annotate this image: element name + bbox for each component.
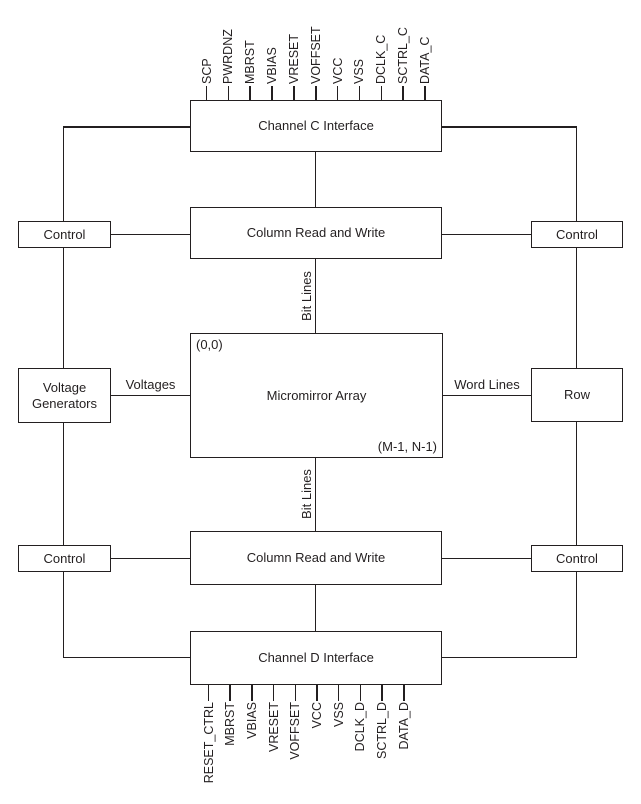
wire-channelc-right (441, 126, 577, 128)
pin-label-vcc: VCC (310, 702, 324, 729)
pin-label-mbrst: MBRST (243, 40, 258, 84)
pin-tick-scp (205, 86, 208, 101)
pin-tick-sctrl-d (381, 684, 383, 701)
bit-lines-label-top: Bit Lines (299, 271, 314, 321)
pin-label-dclk-c: DCLK_C (374, 34, 389, 84)
pin-tick-voffset (294, 684, 297, 701)
pin-tick-mbrst (229, 684, 231, 701)
pin-label-vcc: VCC (330, 57, 345, 84)
pin-label-mbrst: MBRST (223, 702, 238, 746)
pin-tick-vbias (251, 684, 253, 701)
array-origin-label: (0,0) (196, 337, 223, 352)
block-label: Control (43, 550, 86, 566)
pin-label-voffset: VOFFSET (308, 26, 323, 84)
pin-tick-vcc (336, 86, 339, 101)
pin-tick-vcc (316, 684, 318, 701)
voltages-label: Voltages (125, 377, 176, 392)
pin-tick-vss (358, 86, 361, 101)
pin-tick-dclk-d (359, 684, 362, 701)
pin-label-vss: VSS (331, 702, 346, 728)
block-channel-d-interface: Channel D Interface (190, 631, 442, 685)
pin-label-vbias: VBIAS (244, 702, 259, 739)
array-max-label: (M-1, N-1) (377, 439, 437, 454)
wire-control-bottomright (441, 557, 532, 559)
wire-voltages (110, 394, 191, 396)
pin-tick-reset-ctrl (207, 684, 210, 701)
block-label: Voltage Generators (31, 379, 98, 411)
block-label: Control (556, 550, 598, 566)
wire-channelc-left (62, 126, 191, 128)
wire-array-to-colrw (314, 457, 316, 532)
pin-label-sctrl-d: SCTRL_D (375, 702, 390, 759)
block-row: Row (531, 368, 623, 422)
block-voltage-generators: Voltage Generators (18, 368, 111, 423)
block-label: Row (563, 387, 590, 402)
pin-tick-data-d (403, 684, 405, 701)
wire-control-bottomleft (110, 557, 191, 559)
pin-tick-vreset (272, 684, 275, 701)
pin-tick-vreset (293, 86, 295, 101)
pin-label-vss: VSS (352, 58, 367, 84)
wire-control-topright (441, 233, 532, 235)
pin-label-voffset: VOFFSET (288, 702, 303, 760)
pin-tick-sctrl-c (402, 86, 404, 101)
block-control-top-right: Control (531, 221, 623, 248)
pin-tick-pwrdnz (227, 86, 230, 101)
pin-tick-vss (337, 684, 340, 701)
pin-tick-voffset (315, 86, 317, 101)
block-control-bottom-right: Control (531, 545, 623, 572)
block-column-read-write-top: Column Read and Write (190, 207, 442, 259)
pin-tick-dclk-c (380, 86, 383, 101)
block-label: Micromirror Array (266, 387, 367, 403)
block-label: Control (556, 226, 598, 242)
pin-tick-data-c (424, 86, 426, 101)
pin-label-vreset: VRESET (266, 702, 281, 753)
block-label: Column Read and Write (246, 225, 386, 240)
wire-channeld-right (441, 656, 577, 658)
pin-label-scp: SCP (199, 58, 214, 84)
wire-control-topleft (110, 233, 191, 235)
block-control-top-left: Control (18, 221, 111, 248)
block-control-bottom-left: Control (18, 545, 111, 572)
wire-channeld-left (62, 656, 191, 658)
pin-label-vreset: VRESET (286, 33, 301, 84)
word-lines-label: Word Lines (454, 377, 520, 392)
wire-colrw-to-array (314, 258, 316, 334)
wire-colrw-to-channeld (314, 584, 316, 632)
block-micromirror-array: Micromirror Array (0,0) (M-1, N-1) (190, 333, 443, 458)
pin-tick-vbias (271, 86, 273, 101)
pin-tick-mbrst (249, 86, 251, 101)
wire-channelc-to-colrw (314, 151, 316, 209)
pin-label-sctrl-c: SCTRL_C (396, 27, 411, 84)
block-column-read-write-bottom: Column Read and Write (190, 531, 442, 585)
wire-word-lines (442, 394, 532, 396)
pin-label-reset-ctrl: RESET_CTRL (201, 702, 216, 784)
block-label: Column Read and Write (246, 550, 386, 565)
pin-label-vbias: VBIAS (265, 47, 280, 84)
block-channel-c-interface: Channel C Interface (190, 100, 442, 152)
block-label: Channel D Interface (258, 650, 374, 665)
pin-label-data-d: DATA_D (396, 702, 411, 750)
bit-lines-label-bottom: Bit Lines (299, 469, 314, 519)
block-label: Channel C Interface (258, 118, 374, 133)
pin-label-data-c: DATA_C (418, 36, 432, 84)
block-label: Control (43, 226, 86, 242)
pin-label-dclk-d: DCLK_D (353, 702, 368, 752)
pin-label-pwrdnz: PWRDNZ (221, 29, 236, 84)
